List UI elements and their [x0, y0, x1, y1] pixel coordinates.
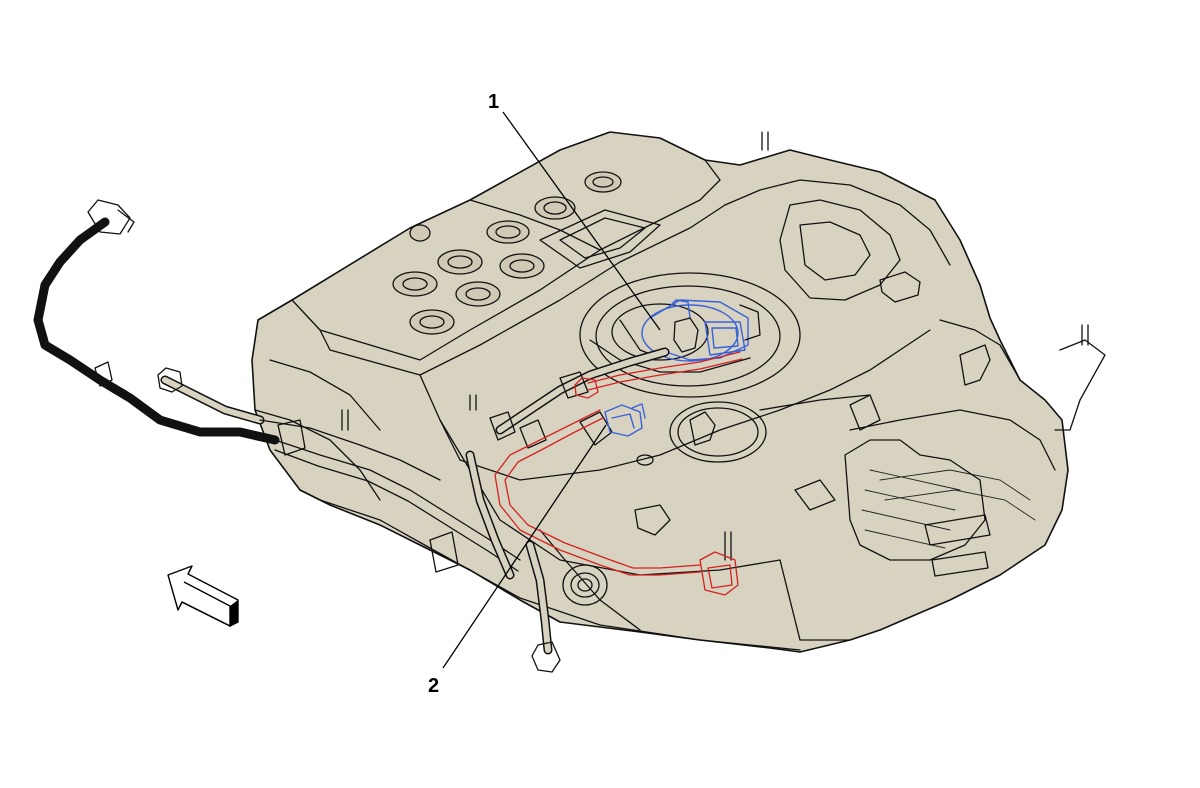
callout-1-leader — [502, 111, 661, 331]
forward-arrow-icon — [167, 565, 239, 628]
callout-1-label: 1 — [488, 91, 499, 113]
wiring-harness — [33, 199, 743, 673]
callout-2-group: 2 — [428, 424, 607, 697]
fuel-pump-module — [579, 272, 801, 398]
filler-fitting — [539, 529, 641, 631]
callout-1-group: 1 — [488, 91, 661, 331]
tank-wells — [392, 171, 661, 335]
fuel-line-highlight — [494, 351, 743, 596]
fuel-pump-assembly-highlight — [641, 299, 749, 362]
callout-2-leader — [442, 424, 607, 669]
quick-connector-highlight — [604, 403, 646, 437]
callout-2-label: 2 — [428, 675, 439, 697]
fuel-sender-opening — [636, 401, 767, 466]
